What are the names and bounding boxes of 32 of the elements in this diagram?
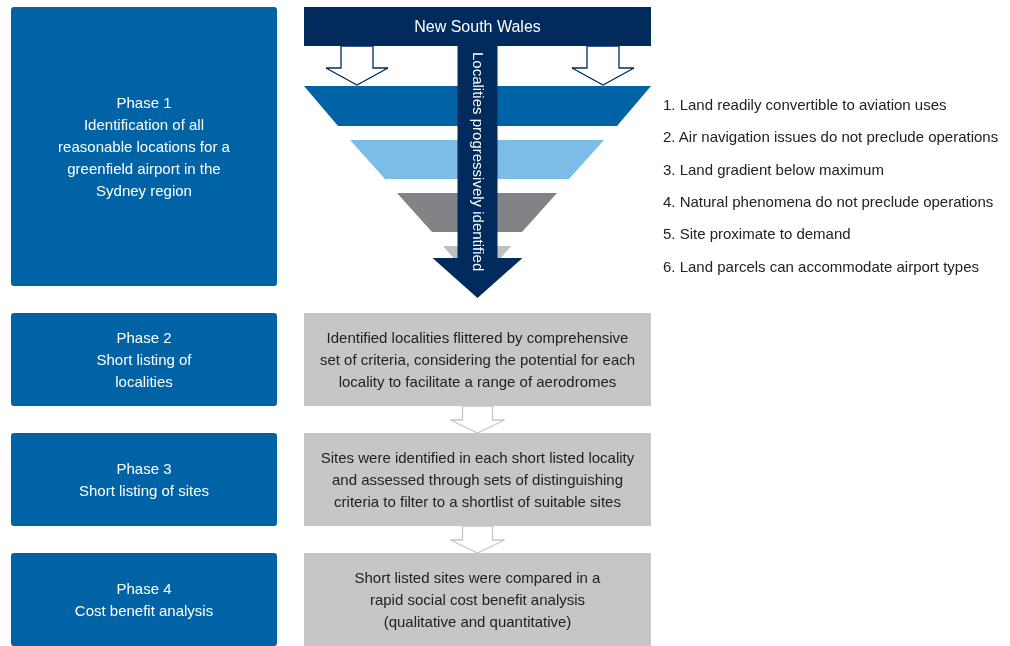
hollow-arrow: [325, 45, 389, 86]
description: New South Wales: [414, 17, 541, 36]
criterion-text: 1. Land readily convertible to aviation uses: [663, 96, 947, 113]
criterion-text: 5. Site proximate to demand: [663, 225, 851, 243]
criterion-text: 6. Land parcels can accommodate airport types: [663, 257, 979, 275]
description: Cost benefit analysis: [74, 600, 214, 621]
region-bar: [304, 7, 651, 46]
description: Short listing of sites: [78, 480, 210, 501]
criterion-text: 4. Natural phenomena do not preclude operations: [663, 192, 994, 210]
phase-title: Phase 1: [116, 92, 172, 113]
phase-box: [11, 433, 277, 526]
process-box: [304, 313, 651, 406]
criterion-text: 2. Air navigation issues do not preclude operations: [663, 128, 999, 146]
hollow-arrow: [571, 45, 635, 86]
block-arrow: [432, 46, 523, 298]
phase-title: Phase 4: [116, 578, 172, 599]
phase-box: [11, 313, 277, 406]
description: Identified localities flittered by comprehensive set of criteria, considering the potential for each locality to facilitate a range of aerodromes: [318, 327, 637, 392]
description: Sites were identified in each short listed locality and assessed through sets of distinguishing criteria to filter to a shortlist of suitable sites: [319, 447, 636, 512]
phase-box: [11, 553, 277, 646]
description: Identification of all reasonable locations for a greenfield airport in the Sydney region: [57, 114, 231, 201]
hollow-arrow: [449, 525, 506, 554]
description: Short listed sites were compared in a rapid social cost benefit analysis (qualitative and quantitative): [353, 567, 602, 632]
phase-box: [11, 7, 277, 286]
process-box: [304, 553, 651, 646]
phase-title: Phase 2: [116, 327, 172, 348]
description: Short listing of localities: [95, 349, 193, 392]
process-box: [304, 433, 651, 526]
hollow-arrow: [449, 405, 506, 434]
criterion-text: 3. Land gradient below maximum: [663, 160, 884, 178]
phase-title: Phase 3: [116, 458, 172, 479]
arrow-label: Localities progressively identified: [468, 52, 487, 272]
